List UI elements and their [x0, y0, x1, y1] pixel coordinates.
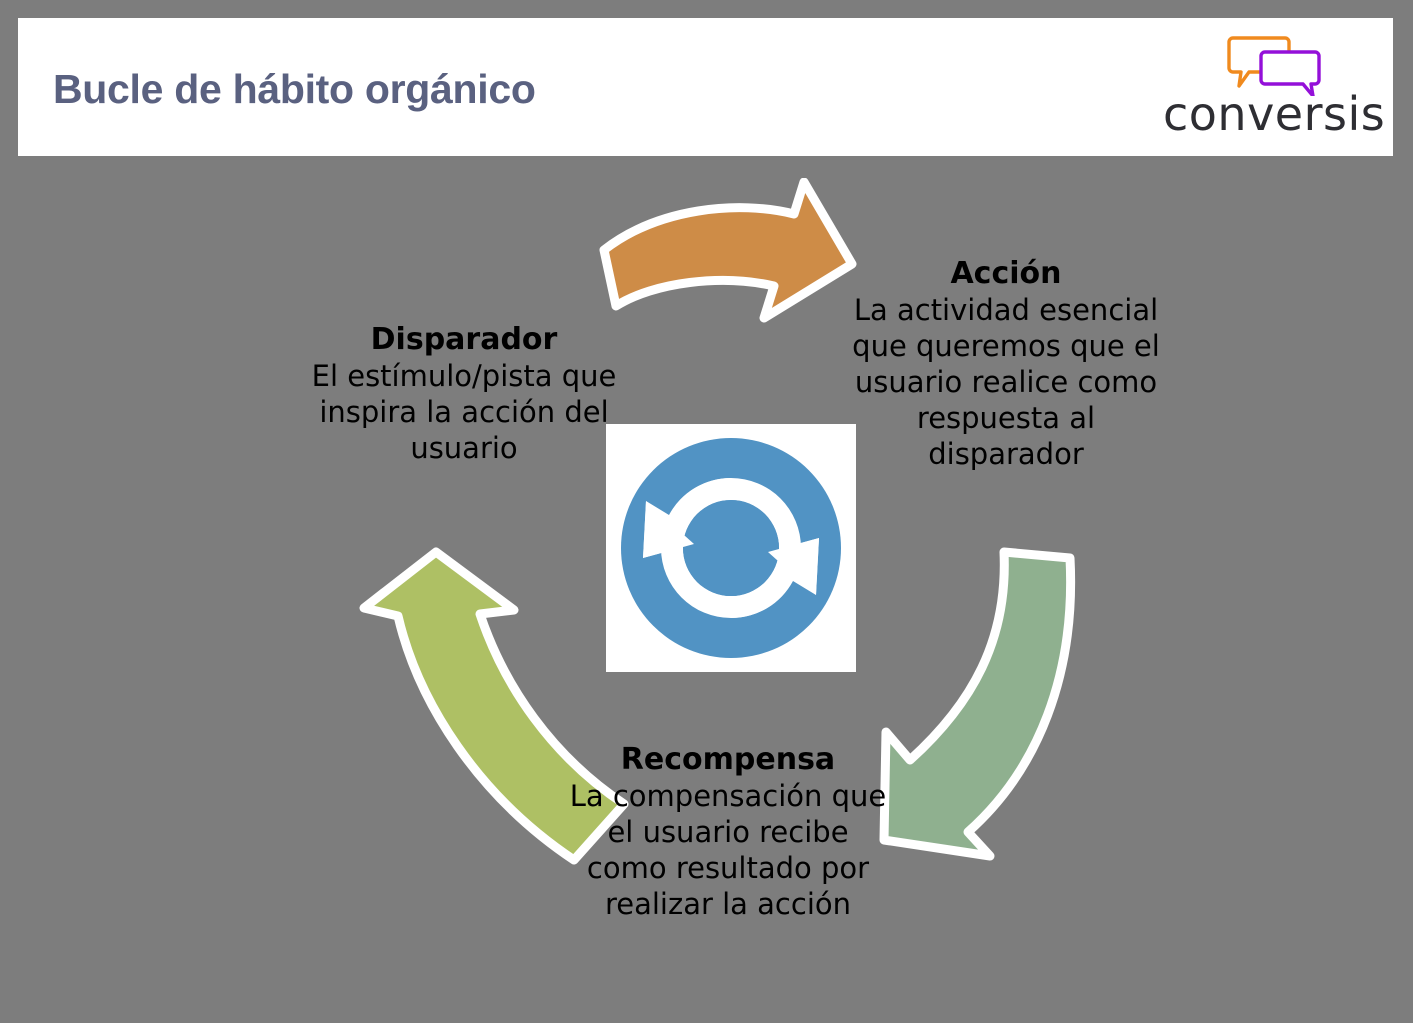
logo-speech-bubbles	[1225, 34, 1325, 98]
stage-title-accion: Acción	[950, 256, 1062, 291]
page-title: Bucle de hábito orgánico	[53, 66, 536, 112]
header-bar: Bucle de hábito orgánico conversis	[18, 18, 1393, 156]
speech-bubble-icon-orange	[1227, 36, 1291, 88]
stage-label-accion: Acción La actividad esencial que queremo…	[845, 256, 1167, 472]
stage-title-disparador: Disparador	[370, 322, 558, 357]
stage-description-recompensa: La compensación que el usuario recibe co…	[569, 779, 887, 921]
speech-bubble-icon-purple	[1259, 50, 1321, 98]
stage-title-recompensa: Recompensa	[620, 742, 836, 777]
habit-loop-diagram: Disparador El estímulo/pista que inspira…	[0, 156, 1413, 1023]
stage-label-recompensa: Recompensa La compensación que el usuari…	[568, 742, 888, 922]
stage-label-disparador: Disparador El estímulo/pista que inspira…	[300, 322, 628, 466]
arrow-action-to-reward-icon	[862, 544, 1082, 864]
arrow-trigger-to-action-icon	[598, 177, 858, 338]
brand-logo: conversis	[1163, 28, 1386, 146]
arrow-reward-to-trigger-icon	[336, 538, 636, 868]
logo-wordmark: conversis	[1163, 87, 1386, 141]
stage-description-disparador: El estímulo/pista que inspira la acción …	[311, 359, 617, 465]
cycle-refresh-icon	[621, 438, 841, 658]
stage-description-accion: La actividad esencial que queremos que e…	[852, 293, 1160, 471]
cycle-icon-card	[606, 424, 856, 672]
